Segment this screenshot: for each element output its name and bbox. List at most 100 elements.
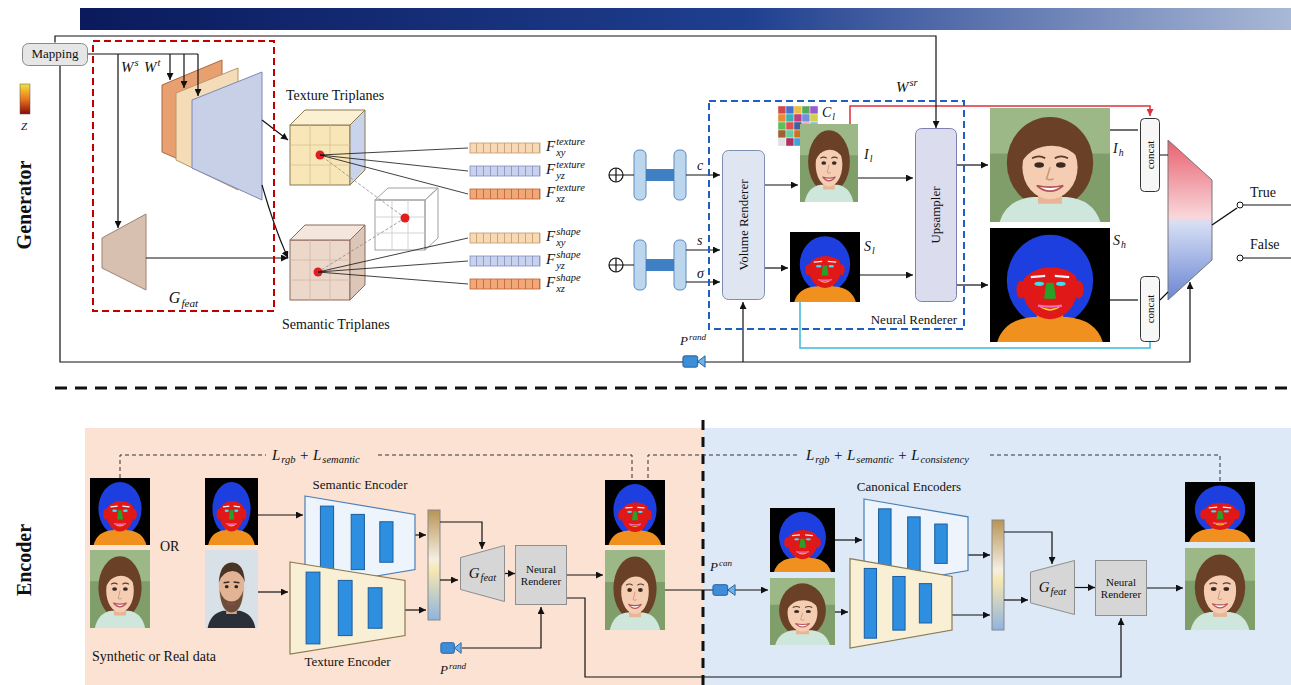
feature-vectors-part (470, 279, 540, 289)
generator-wires-part (318, 238, 468, 284)
encoder-wires-part (835, 539, 862, 540)
output-symbol: σ (697, 265, 704, 281)
feature-symbol: F (546, 251, 555, 267)
feature-symbol: xy (556, 238, 581, 249)
generator-wires-part (765, 184, 798, 185)
feature-symbol: F (546, 161, 555, 177)
node-label: Volume Renderer (735, 179, 750, 270)
encoder-images-part (770, 508, 835, 572)
encoder-images-part (205, 478, 258, 545)
encoder-images-part (770, 578, 835, 645)
switch-label: False (1250, 237, 1280, 252)
output-symbol: c (697, 157, 703, 173)
image-symbol: C (822, 105, 831, 120)
encoder-wires-part (835, 611, 848, 612)
section-title: Encoder (13, 524, 35, 596)
encoder-shape-part (368, 588, 382, 628)
node-text: concat (1144, 141, 1156, 170)
node-label: feat (481, 571, 497, 582)
feature-symbol: xz (556, 284, 581, 295)
image-symbol: l (832, 111, 835, 122)
encoder-shape-part (338, 580, 352, 635)
data-caption: Synthetic or Real data (92, 648, 216, 664)
concat-box-outline-part (1141, 119, 1160, 192)
encoder-images-part (605, 550, 665, 630)
generator-box: Gfeat (1030, 560, 1075, 615)
latent-symbol: Z (21, 117, 27, 133)
sum-and-mlp-part (646, 169, 674, 181)
image-symbol: h (1119, 147, 1124, 158)
node-label: concat (1144, 295, 1156, 324)
node-text: Volume Renderer (736, 179, 750, 270)
title-banner (80, 8, 1291, 30)
generator-region-outline (92, 40, 275, 312)
loss-brackets (120, 455, 1220, 482)
generator-region: Gfeat (92, 40, 275, 312)
encoder-wires-part (966, 554, 990, 555)
neural-renderer-region-outline-part (709, 101, 964, 329)
encoder-shape-part (290, 562, 405, 654)
section-title: Generator (13, 161, 35, 250)
concat-box-outline-part (1141, 277, 1160, 342)
style-code-symbol: Ws (121, 58, 139, 75)
node-text: Neural Renderer (521, 563, 561, 587)
neural-renderer-box: Neural Renderer (1095, 560, 1147, 616)
camera-symbol: rand (689, 332, 706, 342)
encoder-wires-part (440, 579, 458, 580)
triplane-cubes-part (350, 110, 365, 185)
latent-code-bar (992, 520, 1004, 630)
style-code-symbol: Wsr (896, 78, 918, 95)
feature-symbol: F (546, 138, 555, 154)
sum-and-mlp-part (634, 240, 646, 290)
node-label: Canonical Encoders (857, 479, 961, 494)
image-symbol: h (1121, 239, 1126, 250)
generator-wires-part (858, 177, 913, 178)
feature-vectors-part (470, 233, 540, 243)
output-symbol: s (697, 233, 702, 248)
upsampler-box: Upsampler (915, 128, 957, 302)
camera-symbol: Prand (680, 332, 706, 348)
generator-wires-part (1160, 155, 1168, 300)
generator-wires (60, 54, 1190, 362)
style-code-symbol: sr (910, 77, 918, 88)
feature-vectors-part (470, 166, 540, 176)
encoder-shape-part (351, 514, 364, 569)
loss-formula: rgb (815, 454, 829, 465)
encoder-shape-part (893, 576, 905, 630)
encoder-images-part (605, 480, 665, 545)
node-text: Mapping (32, 47, 79, 61)
generator-wires-part (957, 164, 988, 165)
node-label: Upsampler (928, 186, 943, 243)
data-caption: Synthetic or Real data (92, 649, 216, 664)
encoder-wires-part (258, 591, 288, 592)
concat-box: concat (1140, 118, 1160, 192)
generator-wires-part (686, 249, 720, 250)
encoder-shape-part (306, 572, 320, 644)
encoder-shape-part (850, 559, 952, 648)
feature-symbol: Fshapeyz (546, 250, 581, 271)
generator-wires-part (765, 267, 788, 268)
generator-wires-part (742, 302, 743, 362)
rendered-images-part (800, 124, 858, 202)
generator-wires-part (686, 281, 720, 282)
generator-wires-part (88, 53, 198, 54)
loss-formula: consistency (921, 454, 969, 465)
encoder-images-part (90, 478, 150, 545)
style-code-symbol: t (158, 57, 161, 68)
encoder-wires-part (402, 609, 426, 610)
generator-box: Gfeat (460, 545, 505, 602)
sum-and-mlp-part (674, 150, 686, 200)
node-label: G (169, 289, 181, 306)
loss-brackets-part (120, 455, 266, 478)
neural-renderer-box: Neural Renderer (515, 545, 567, 605)
triplane-cubes-part (375, 200, 425, 250)
discriminator-part (1212, 208, 1237, 225)
encoder-wires-part (567, 598, 1121, 677)
mask-skip-line (800, 302, 1150, 348)
encoder-images-part (1185, 548, 1255, 630)
index-stack: textureyz (556, 160, 585, 181)
camera-symbol: P (710, 559, 718, 574)
generator-wires-part (117, 54, 118, 228)
